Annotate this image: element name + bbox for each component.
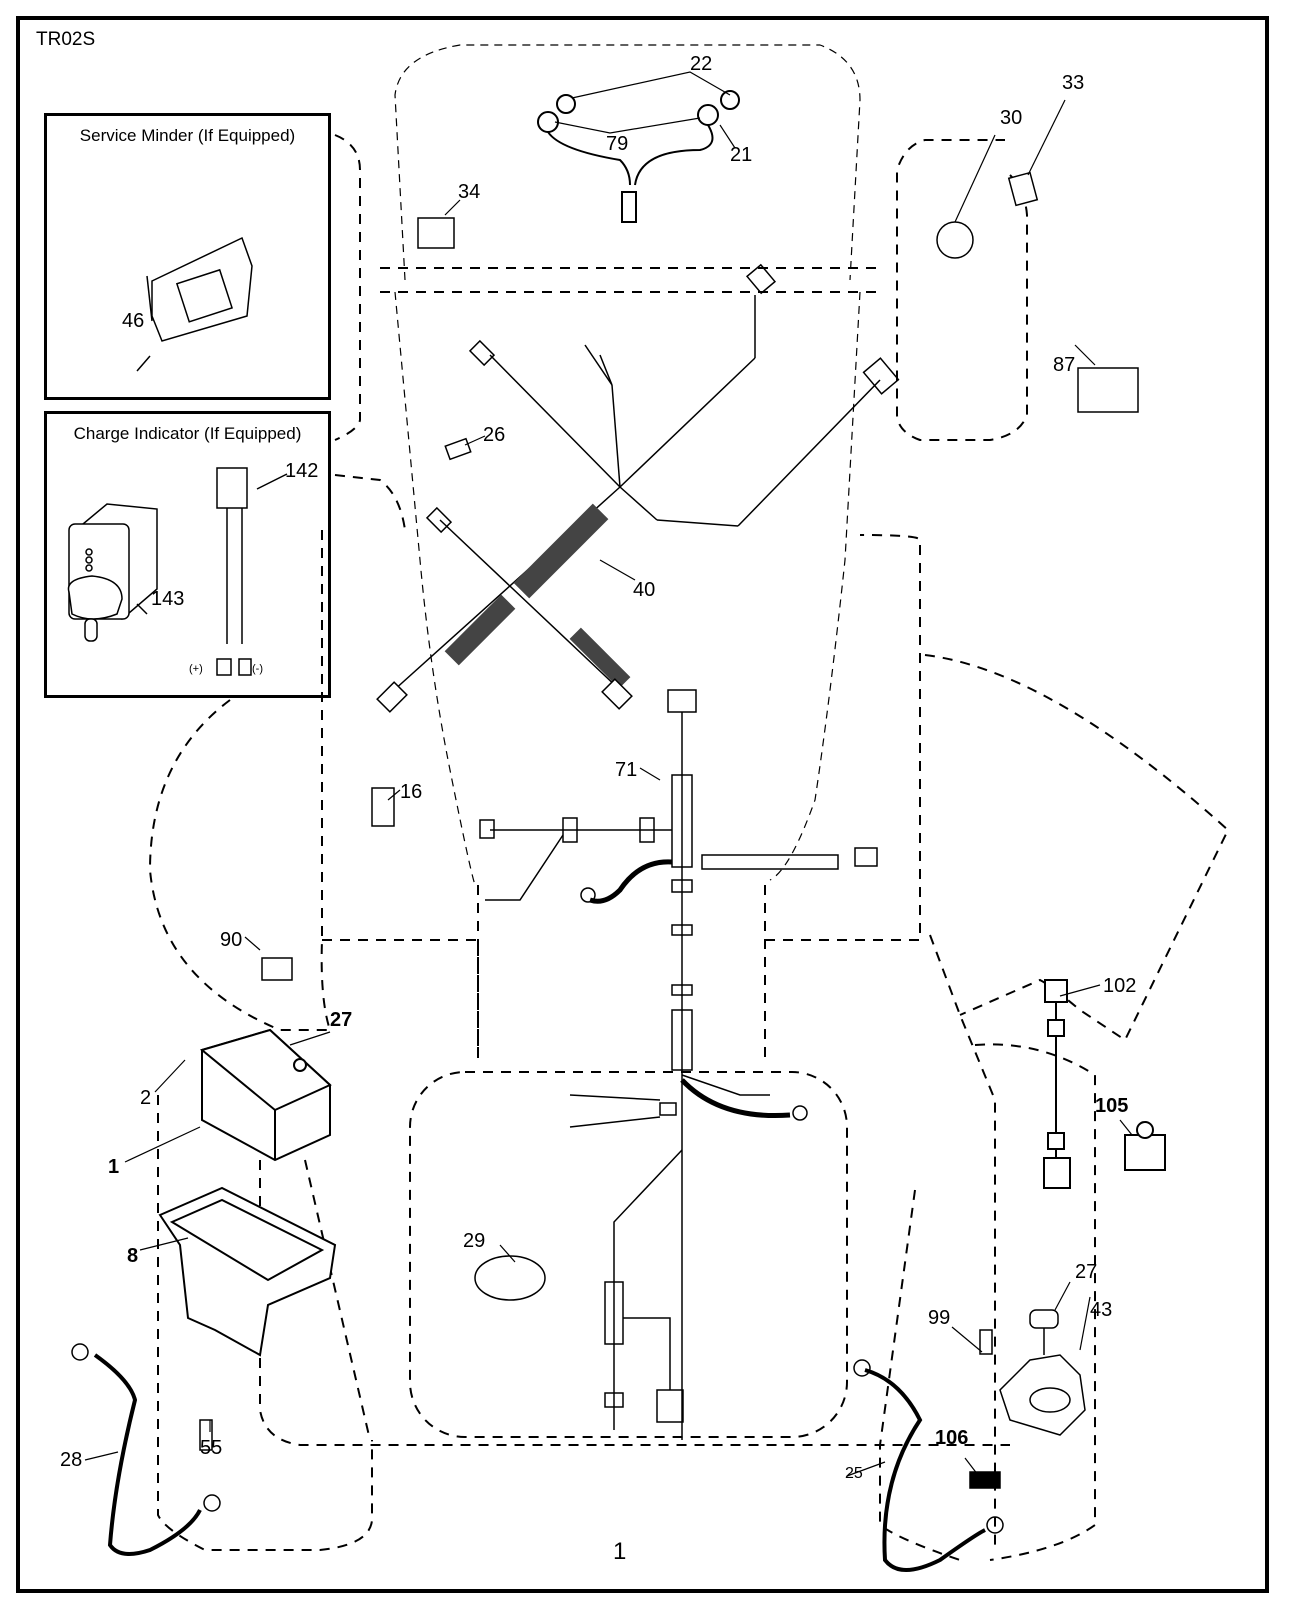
callout-40: 40	[633, 579, 656, 601]
callout-99: 99	[928, 1307, 951, 1329]
switch-34-shape	[417, 217, 455, 249]
callout-143: 143	[151, 588, 185, 610]
fuse-26-shape	[444, 437, 472, 461]
charge-indicator-drawing	[67, 467, 288, 676]
charge-indicator-title: Charge Indicator (If Equipped)	[73, 424, 302, 443]
callout-2: 2	[140, 1087, 152, 1109]
cable-25	[864, 1368, 986, 1572]
connector-rect	[745, 263, 777, 295]
dashed-outlines	[148, 44, 1230, 1561]
callout-142: 142	[285, 460, 319, 482]
connector-rect	[425, 506, 453, 534]
callout-87: 87	[1053, 354, 1076, 376]
connector-102-drawing	[1043, 979, 1166, 1189]
diagram-frame	[16, 16, 1269, 1593]
right-dash-mid	[765, 534, 921, 941]
callout-22: 22	[690, 53, 713, 75]
callout-34: 34	[458, 181, 481, 203]
lower-center-box	[409, 1071, 848, 1438]
connector-bottom	[656, 1389, 684, 1423]
service-minder-title: Service Minder (If Equipped)	[79, 126, 296, 145]
harness-branch-se	[619, 486, 658, 521]
battery-vertical-right	[259, 1160, 1010, 1446]
ignition-30-shape	[936, 221, 974, 259]
callout-90: 90	[220, 929, 243, 951]
connector-rect	[468, 339, 496, 367]
drawing-id: TR02S	[36, 29, 96, 50]
callout-43: 43	[1090, 1299, 1113, 1321]
callout-33: 33	[1062, 72, 1085, 94]
battery-drawing	[199, 1028, 332, 1162]
callout-26: 26	[483, 424, 506, 446]
harness-branch-n	[611, 384, 621, 488]
callout-27-solenoid: 27	[1075, 1261, 1098, 1283]
battery-vertical-left	[157, 1095, 373, 1551]
callout-27-battery: 27	[330, 1009, 353, 1031]
connector-right	[854, 847, 878, 867]
callout-79: 79	[606, 133, 629, 155]
key-33-shape	[1007, 171, 1039, 207]
connector-rect	[862, 357, 900, 395]
bolt-99-shape	[979, 1329, 993, 1355]
boot-90-shape	[261, 957, 293, 981]
callout-102: 102	[1103, 975, 1137, 997]
terminal-minus-label: (-)	[252, 663, 263, 675]
callout-8: 8	[127, 1245, 139, 1267]
center-box	[477, 885, 766, 1058]
callout-21: 21	[730, 144, 753, 166]
right-vertical	[929, 934, 996, 1545]
callout-105: 105	[1095, 1095, 1129, 1117]
callout-46: 46	[122, 310, 145, 332]
service-minder-panel: Service Minder (If Equipped) 46	[44, 113, 331, 400]
battery-box-drawing	[158, 1186, 337, 1357]
callout-71: 71	[615, 759, 638, 781]
screw-55-shape	[199, 1419, 213, 1451]
callout-16: 16	[400, 781, 423, 803]
service-minder-drawing	[136, 236, 253, 372]
main-harness-40	[382, 263, 900, 701]
callout-55: 55	[200, 1437, 223, 1459]
horizontal-dash-mid	[322, 939, 479, 1058]
harness-branch-nw	[489, 354, 621, 488]
callout-1: 1	[108, 1156, 120, 1178]
leader-lines	[84, 71, 1133, 1477]
charge-link	[334, 474, 406, 531]
plug-142	[216, 467, 248, 509]
small-parts	[199, 171, 1139, 1489]
charge-indicator-panel: Charge Indicator (If Equipped) 142 143 (…	[44, 411, 331, 698]
connector-top	[667, 689, 697, 713]
link-service-minder	[334, 134, 361, 441]
left-arc	[148, 530, 332, 1031]
battery-cables	[71, 1343, 1004, 1572]
callout-30: 30	[1000, 107, 1023, 129]
callout-25: 25	[845, 1465, 863, 1482]
harness-sleeves	[376, 503, 633, 713]
page-number: 1	[613, 1538, 627, 1565]
ignition-box	[896, 139, 1028, 441]
terminal-plus-label: (+)	[189, 663, 203, 675]
horn-29-shape	[474, 1255, 546, 1301]
harness-branch-ne	[619, 357, 756, 488]
callout-29: 29	[463, 1230, 486, 1252]
callout-106: 106	[935, 1427, 969, 1449]
hood-outline	[394, 44, 861, 281]
clip-106-shape	[969, 1471, 1001, 1489]
right-inner	[974, 1043, 1096, 1561]
cable-right-dash	[879, 1189, 961, 1561]
battery-diagonal	[304, 1159, 371, 1441]
right-sector	[924, 654, 1230, 1042]
harness-71	[479, 689, 878, 1440]
solenoid-43-drawing	[999, 1309, 1086, 1436]
cable-28	[93, 1353, 202, 1556]
body-outline	[394, 291, 861, 886]
connector-16-shape	[371, 787, 395, 827]
headlight-assembly	[537, 90, 740, 223]
harness-branch-sw	[439, 519, 621, 691]
relay-87-shape	[1077, 367, 1139, 413]
callout-28: 28	[60, 1449, 83, 1471]
